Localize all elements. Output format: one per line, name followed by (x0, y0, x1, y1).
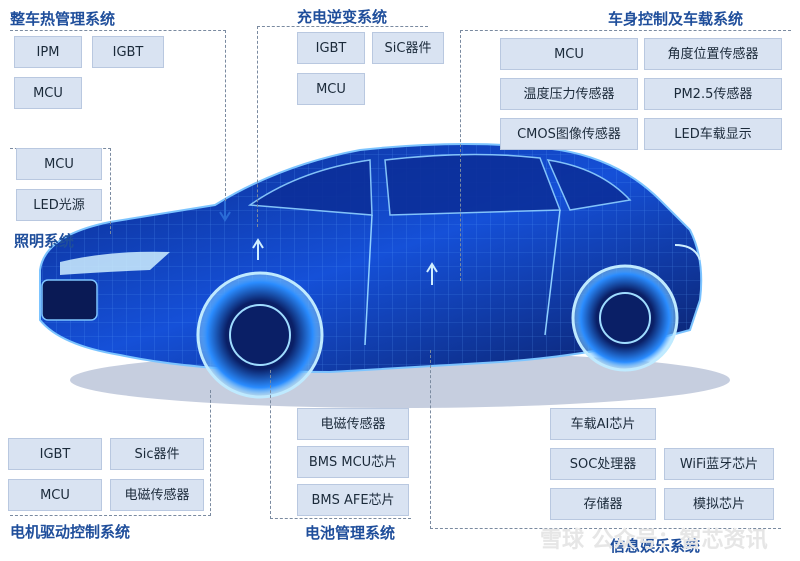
charging-chip-mcu: MCU (297, 73, 365, 105)
car-wheel-rear (571, 264, 679, 372)
charging-chip-sic: SiC器件 (372, 32, 444, 64)
motor-chip-igbt: IGBT (8, 438, 102, 470)
car-grille (41, 279, 98, 321)
connector-thermal (10, 30, 226, 201)
car-window-rear (384, 153, 562, 216)
motor-chip-mcu: MCU (8, 479, 102, 511)
thermal-chip-ipm: IPM (14, 36, 82, 68)
battery-chip-bms-mcu: BMS MCU芯片 (297, 446, 409, 478)
body-chip-pm25-sensor: PM2.5传感器 (644, 78, 782, 110)
body-chip-led-display: LED车载显示 (644, 118, 782, 150)
car-window-front (247, 159, 373, 216)
infotainment-title: 信息娱乐系统 (610, 537, 701, 555)
car-door-line (364, 209, 561, 346)
arrow-charging (252, 238, 264, 260)
arrow-thermal (219, 200, 231, 222)
motor-title: 电机驱动控制系统 (10, 523, 131, 541)
battery-title: 电池管理系统 (305, 524, 396, 542)
connector-motor (10, 390, 211, 516)
connector-infotainment (430, 350, 781, 529)
car-wheel-rear-hub (599, 292, 651, 344)
thermal-chip-igbt: IGBT (92, 36, 164, 68)
connector-battery (270, 370, 411, 519)
car-headlight (60, 251, 170, 275)
battery-chip-bms-afe: BMS AFE芯片 (297, 484, 409, 516)
car-wheel-front-hub (229, 304, 291, 366)
motor-chip-sic: Sic器件 (110, 438, 204, 470)
car-charging-port (674, 244, 701, 261)
info-chip-wifi-bt: WiFi蓝牙芯片 (664, 448, 774, 480)
body-chip-temp-pressure-sensor: 温度压力传感器 (500, 78, 638, 110)
body-chip-cmos-sensor: CMOS图像传感器 (500, 118, 638, 150)
body-chip-mcu: MCU (500, 38, 638, 70)
connector-charging (257, 26, 428, 227)
battery-chip-em-sensor: 电磁传感器 (297, 408, 409, 440)
bottom-watermark: 雪球 公众号：智芯资讯 (540, 528, 768, 553)
body-chip-angle-sensor: 角度位置传感器 (644, 38, 782, 70)
charging-chip-igbt: IGBT (297, 32, 365, 64)
motor-chip-em-sensor: 电磁传感器 (110, 479, 204, 511)
lighting-title: 照明系统 (14, 232, 75, 250)
lighting-chip-mcu: MCU (16, 148, 102, 180)
thermal-chip-mcu: MCU (14, 77, 82, 109)
info-chip-ai-chip: 车载AI芯片 (550, 408, 656, 440)
connector-body (460, 30, 791, 281)
body-title: 车身控制及车载系统 (608, 10, 744, 28)
thermal-title: 整车热管理系统 (10, 10, 116, 28)
car-wheel-front (196, 271, 324, 399)
car-window-back (546, 159, 632, 211)
charging-title: 充电逆变系统 (297, 8, 388, 26)
arrow-body (426, 262, 438, 285)
info-chip-storage: 存储器 (550, 488, 656, 520)
lighting-chip-led: LED光源 (16, 189, 102, 221)
info-chip-analog: 模拟芯片 (664, 488, 774, 520)
info-chip-soc: SOC处理器 (550, 448, 656, 480)
